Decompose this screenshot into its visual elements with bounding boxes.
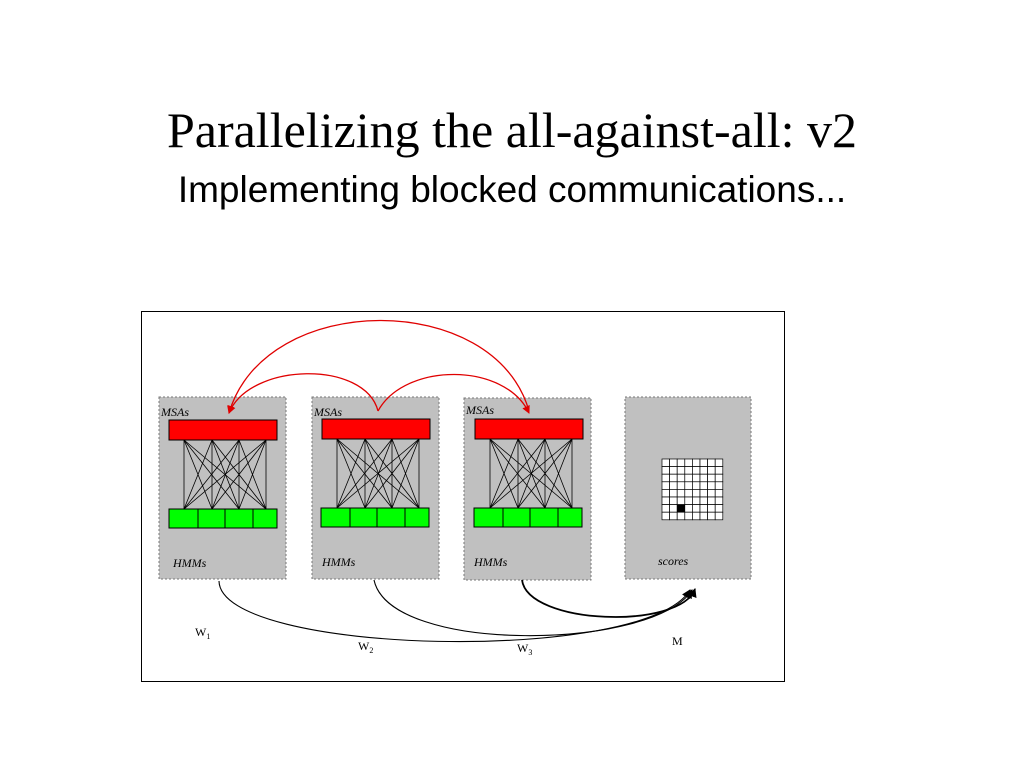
scores-cell (692, 466, 701, 475)
scores-cell (699, 489, 708, 498)
scores-cell (714, 458, 724, 467)
hmm-blocks-2 (320, 507, 430, 528)
scores-cell (661, 489, 670, 498)
scores-cell (707, 473, 716, 483)
msa-label-2: MSAs (313, 405, 342, 419)
slide-title: Parallelizing the all-against-all: v2 (166, 102, 858, 158)
scores-cell (676, 466, 686, 475)
scores-cell (684, 466, 693, 475)
scores-cell (676, 473, 686, 483)
hmm-label-2: HMMs (321, 555, 356, 569)
scores-cell (699, 504, 708, 513)
scores-cell (669, 511, 678, 521)
scores-cell (714, 481, 724, 490)
scores-cell (669, 466, 678, 475)
scores-cell (714, 466, 724, 475)
msa-block-1 (168, 419, 278, 441)
scores-cell (676, 511, 686, 521)
scores-cell (676, 489, 686, 498)
scores-cell (707, 481, 716, 490)
connection-mesh-1 (183, 439, 267, 510)
hmm-label-1: HMMs (172, 556, 207, 570)
scores-cell (661, 473, 670, 483)
scores-cell (707, 458, 716, 467)
scores-cell (714, 496, 724, 505)
scores-cell (692, 496, 701, 505)
msa-label-3: MSAs (465, 403, 494, 417)
scores-cell (714, 473, 724, 483)
scores-cell (676, 458, 686, 467)
scores-cell (707, 504, 716, 513)
scores-cell (669, 504, 678, 513)
diagram-frame (141, 311, 785, 682)
hmm-blocks-1 (168, 508, 278, 529)
worker-name-2: W2 (358, 639, 373, 655)
scores-cell (661, 458, 670, 467)
scores-cell (661, 481, 670, 490)
scores-cell (707, 511, 716, 521)
scores-cell (699, 473, 708, 483)
scores-cell (684, 511, 693, 521)
red-communication-arcs (227, 319, 530, 414)
scores-cell (676, 481, 686, 490)
scores-cell (714, 511, 724, 521)
scores-cell (684, 458, 693, 467)
scores-cell (699, 511, 708, 521)
scores-cell (692, 511, 701, 521)
scores-cell (699, 496, 708, 505)
scores-cell (714, 489, 724, 498)
scores-cell (692, 458, 701, 467)
scores-cell (684, 489, 693, 498)
scores-cell (699, 466, 708, 475)
msa-label-1: MSAs (160, 405, 189, 419)
hmm-label-3: HMMs (473, 555, 508, 569)
result-arcs (218, 579, 697, 643)
scores-cell (692, 481, 701, 490)
connection-mesh-3 (489, 438, 573, 509)
slide-subtitle: Implementing blocked communications... (177, 169, 847, 210)
worker-name-3: W3 (517, 641, 532, 657)
scores-cell (669, 458, 678, 467)
scores-cell (707, 489, 716, 498)
scores-cell (692, 489, 701, 498)
scores-cell (707, 496, 716, 505)
scores-cell (692, 504, 701, 513)
hmm-blocks-3 (473, 507, 583, 528)
scores-cell (684, 504, 693, 513)
scores-cell (699, 481, 708, 490)
msa-block-3 (474, 418, 584, 440)
scores-label: scores (658, 554, 689, 568)
scores-cell (669, 473, 678, 483)
scores-cell (669, 481, 678, 490)
scores-cell-highlight (676, 504, 686, 513)
scores-cell (684, 481, 693, 490)
msa-block-2 (321, 418, 431, 440)
scores-cell (676, 496, 686, 505)
scores-cell (661, 504, 670, 513)
scores-cell (661, 466, 670, 475)
scores-cell (684, 473, 693, 483)
scores-cell (699, 458, 708, 467)
worker-name-1: W1 (195, 625, 210, 641)
scores-grid (661, 458, 724, 521)
scores-cell (692, 473, 701, 483)
scores-cell (669, 496, 678, 505)
scores-cell (661, 511, 670, 521)
master-name: M (672, 634, 683, 648)
connection-mesh-2 (336, 438, 420, 509)
scores-cell (669, 489, 678, 498)
scores-cell (707, 466, 716, 475)
scores-cell (661, 496, 670, 505)
scores-cell (714, 504, 724, 513)
scores-cell (684, 496, 693, 505)
